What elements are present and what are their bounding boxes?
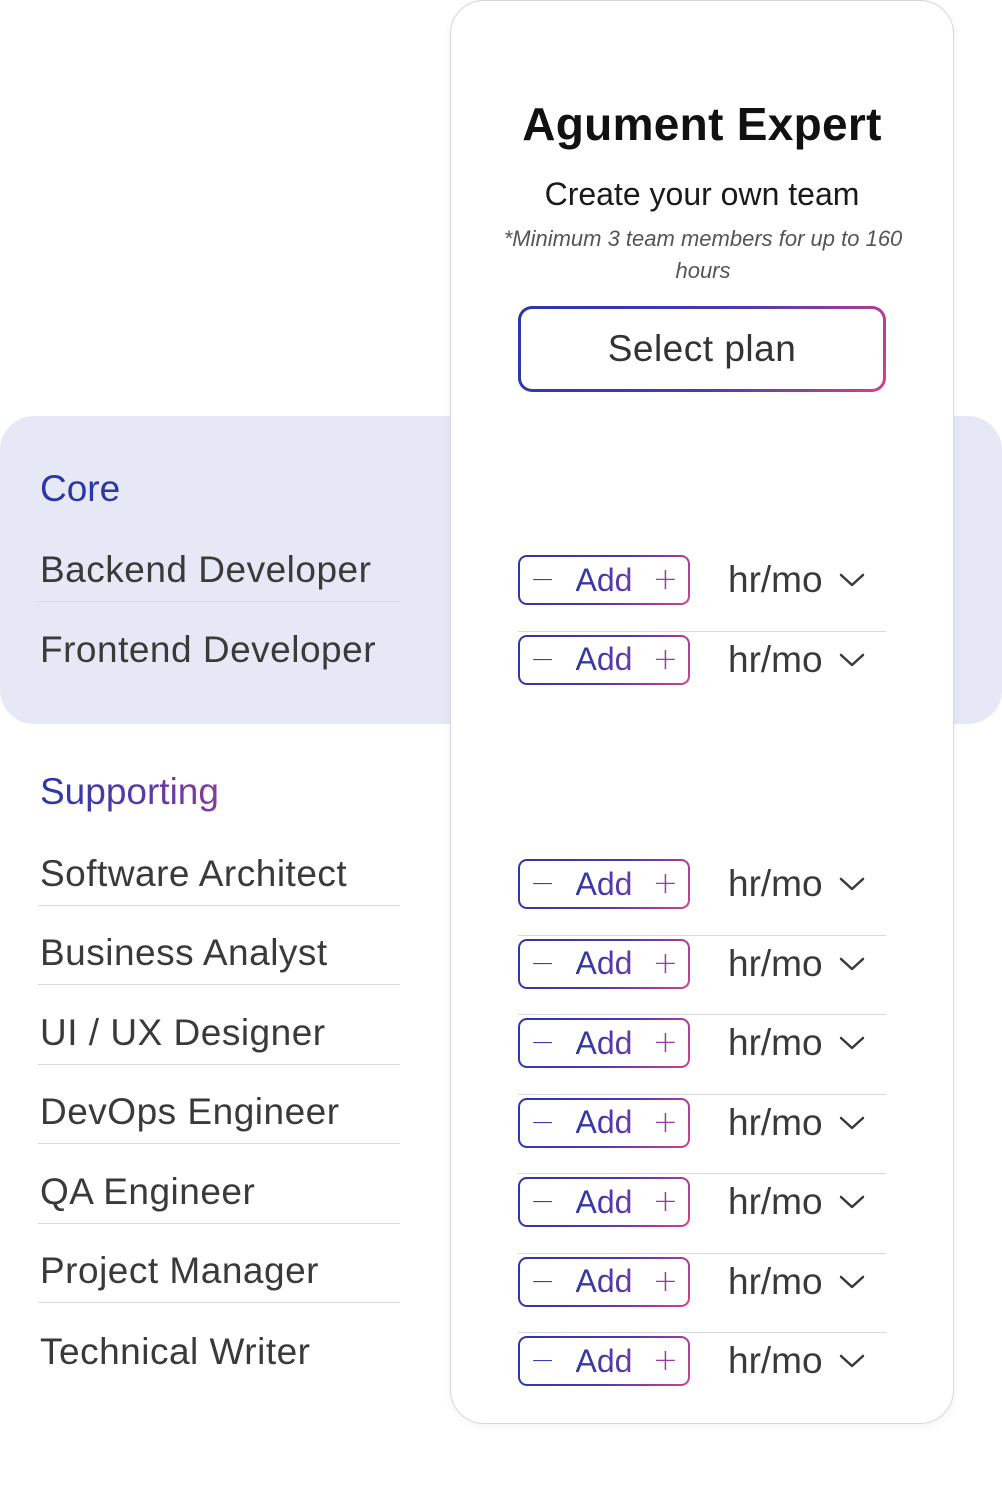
quantity-stepper: − Add + [518, 939, 690, 989]
role-row-project-manager: Project Manager [38, 1224, 400, 1303]
add-label[interactable]: Add [575, 641, 633, 677]
role-label: Technical Writer [40, 1330, 311, 1372]
add-label[interactable]: Add [575, 945, 633, 981]
role-row-frontend-developer: Frontend Developer [38, 601, 400, 681]
chevron-down-icon [839, 653, 864, 666]
minus-icon[interactable]: − [530, 562, 556, 597]
role-row-backend-developer: Backend Developer [38, 522, 400, 602]
role-row-technical-writer: Technical Writer [38, 1303, 400, 1383]
plus-icon[interactable]: + [652, 945, 678, 981]
role-label: Backend Developer [40, 548, 372, 590]
add-label[interactable]: Add [575, 1104, 633, 1140]
add-label[interactable]: Add [575, 1342, 633, 1379]
role-row-devops-engineer: DevOps Engineer [38, 1065, 400, 1144]
quantity-stepper: − Add + [518, 1257, 690, 1307]
plus-icon[interactable]: + [652, 866, 678, 901]
supporting-section-title: Supporting [40, 771, 219, 812]
unit-label: hr/mo [728, 863, 823, 904]
minus-icon[interactable]: − [530, 1025, 556, 1060]
chevron-down-icon [839, 1275, 864, 1288]
chevron-down-icon [839, 1354, 864, 1368]
chevron-down-icon [839, 1195, 864, 1209]
plus-icon[interactable]: + [652, 1025, 678, 1060]
quantity-stepper: − Add + [518, 1336, 690, 1386]
minus-icon[interactable]: − [530, 641, 556, 677]
chevron-down-icon [839, 877, 864, 891]
unit-label: hr/mo [728, 942, 823, 984]
qty-row-devops-engineer: − Add + hr/mo [518, 1095, 886, 1174]
role-row-software-architect: Software Architect [38, 826, 400, 906]
hours-unit-dropdown[interactable]: hr/mo [728, 939, 886, 989]
quantity-stepper: − Add + [518, 1098, 690, 1148]
add-label[interactable]: Add [575, 1263, 633, 1299]
hours-unit-dropdown[interactable]: hr/mo [728, 1177, 886, 1227]
chevron-down-icon [839, 573, 864, 587]
add-label[interactable]: Add [575, 1024, 633, 1061]
hours-unit-dropdown[interactable]: hr/mo [728, 1336, 886, 1386]
quantity-stepper: − Add + [518, 859, 690, 909]
chevron-down-icon [839, 1116, 864, 1129]
role-label: Frontend Developer [40, 628, 377, 670]
qty-row-business-analyst: − Add + hr/mo [518, 936, 886, 1015]
plan-subtitle: Create your own team [544, 176, 860, 212]
chevron-down-icon [839, 1036, 864, 1050]
hours-unit-dropdown[interactable]: hr/mo [728, 635, 886, 685]
role-row-business-analyst: Business Analyst [38, 906, 400, 985]
unit-label: hr/mo [728, 1022, 823, 1063]
hours-unit-dropdown[interactable]: hr/mo [728, 1257, 886, 1307]
minus-icon[interactable]: − [530, 945, 556, 981]
core-section-title: Core [40, 468, 121, 509]
role-row-qa-engineer: QA Engineer [38, 1144, 400, 1224]
unit-label: hr/mo [728, 559, 823, 600]
role-row-ui-ux-designer: UI / UX Designer [38, 985, 400, 1065]
add-label[interactable]: Add [575, 1183, 633, 1220]
minus-icon[interactable]: − [530, 1263, 556, 1299]
unit-label: hr/mo [728, 1101, 823, 1143]
role-label: DevOps Engineer [40, 1091, 340, 1132]
role-label: Software Architect [40, 852, 348, 894]
qty-row-project-manager: − Add + hr/mo [518, 1254, 886, 1333]
unit-label: hr/mo [728, 638, 823, 680]
qty-row-frontend-developer: − Add + hr/mo [518, 632, 886, 712]
qty-row-qa-engineer: − Add + hr/mo [518, 1174, 886, 1254]
quantity-stepper: − Add + [518, 555, 690, 605]
unit-label: hr/mo [728, 1340, 823, 1381]
unit-label: hr/mo [728, 1260, 823, 1302]
role-label: QA Engineer [40, 1170, 256, 1212]
plus-icon[interactable]: + [652, 1263, 678, 1299]
add-label[interactable]: Add [575, 865, 633, 902]
select-plan-button[interactable]: Select plan [518, 306, 886, 392]
plus-icon[interactable]: + [652, 1104, 678, 1140]
hours-unit-dropdown[interactable]: hr/mo [728, 1098, 886, 1148]
plus-icon[interactable]: + [652, 562, 678, 597]
plan-title: Agument Expert [522, 98, 882, 150]
minus-icon[interactable]: − [530, 1104, 556, 1140]
qty-row-ui-ux-designer: − Add + hr/mo [518, 1015, 886, 1095]
minus-icon[interactable]: − [530, 866, 556, 901]
role-label: Project Manager [40, 1250, 319, 1291]
chevron-down-icon [839, 957, 864, 970]
add-label[interactable]: Add [575, 561, 633, 598]
role-label: UI / UX Designer [40, 1011, 326, 1053]
minus-icon[interactable]: − [530, 1184, 556, 1219]
unit-label: hr/mo [728, 1181, 823, 1222]
hours-unit-dropdown[interactable]: hr/mo [728, 859, 886, 909]
role-label: Business Analyst [40, 932, 328, 973]
hours-unit-dropdown[interactable]: hr/mo [728, 1018, 886, 1068]
qty-row-software-architect: − Add + hr/mo [518, 856, 886, 936]
plus-icon[interactable]: + [652, 1343, 678, 1378]
plus-icon[interactable]: + [652, 1184, 678, 1219]
qty-row-backend-developer: − Add + hr/mo [518, 552, 886, 632]
minus-icon[interactable]: − [530, 1343, 556, 1378]
quantity-stepper: − Add + [518, 1177, 690, 1227]
plan-note: *Minimum 3 team members for up to 160 ho… [503, 226, 903, 283]
quantity-stepper: − Add + [518, 635, 690, 685]
quantity-stepper: − Add + [518, 1018, 690, 1068]
qty-row-technical-writer: − Add + hr/mo [518, 1333, 886, 1413]
hours-unit-dropdown[interactable]: hr/mo [728, 555, 886, 605]
plus-icon[interactable]: + [652, 641, 678, 677]
